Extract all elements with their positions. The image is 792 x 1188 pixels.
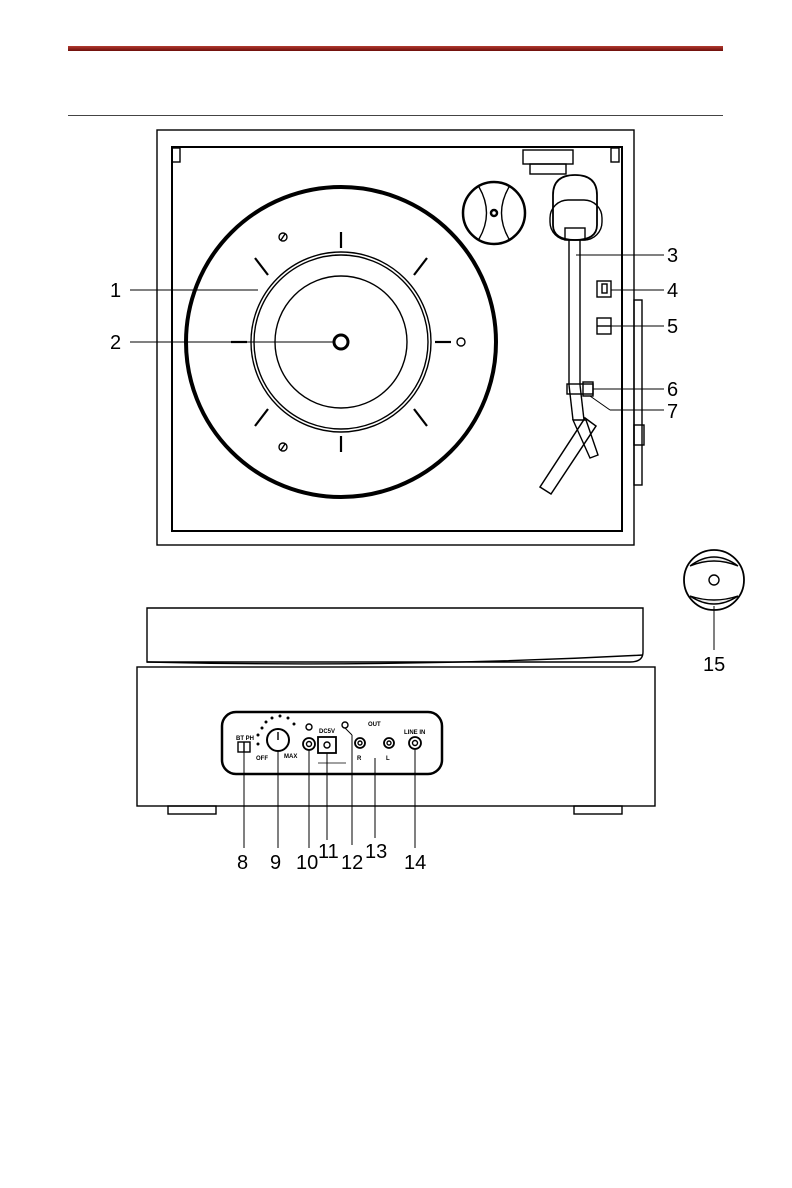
- label-line-in: LINE IN: [404, 730, 425, 736]
- spindle: [334, 335, 348, 349]
- callout-15: 15: [703, 654, 725, 676]
- callout-7: 7: [667, 401, 678, 423]
- callout-8: 8: [237, 852, 248, 874]
- adapter-15: [684, 550, 744, 650]
- callout-14: 14: [404, 852, 426, 874]
- label-off: OFF: [256, 756, 268, 762]
- line-in-jack: [409, 737, 421, 749]
- label-out: OUT: [368, 722, 381, 728]
- callout-5: 5: [667, 316, 678, 338]
- callout-4: 4: [667, 280, 678, 302]
- callout-3: 3: [667, 245, 678, 267]
- adapter-holder: [463, 182, 525, 244]
- rca-left: [384, 738, 394, 748]
- callout-12: 12: [341, 852, 363, 874]
- counterweight: [553, 175, 597, 240]
- rca-right: [355, 738, 365, 748]
- label-r: R: [357, 756, 362, 762]
- callout-11: 11: [318, 841, 339, 863]
- callout-13: 13: [365, 841, 387, 863]
- headphone-jack: [303, 738, 315, 750]
- callout-2: 2: [110, 332, 121, 354]
- label-l: L: [386, 756, 390, 762]
- cabinet: [137, 667, 655, 806]
- plinth-inner: [172, 147, 622, 531]
- top-view: [157, 130, 644, 545]
- callout-6: 6: [667, 379, 678, 401]
- lid: [147, 608, 643, 662]
- label-max: MAX: [284, 754, 297, 760]
- label-dc-in: DC5V: [319, 729, 335, 735]
- rear-view: [137, 608, 655, 814]
- callout-1: 1: [110, 280, 121, 302]
- plinth-outer: [157, 130, 634, 545]
- headshell: [573, 420, 598, 458]
- callout-9: 9: [270, 852, 281, 874]
- label-bt-ph: BT PH: [236, 736, 254, 742]
- dc-jack: [318, 737, 336, 753]
- callout-10: 10: [296, 852, 318, 874]
